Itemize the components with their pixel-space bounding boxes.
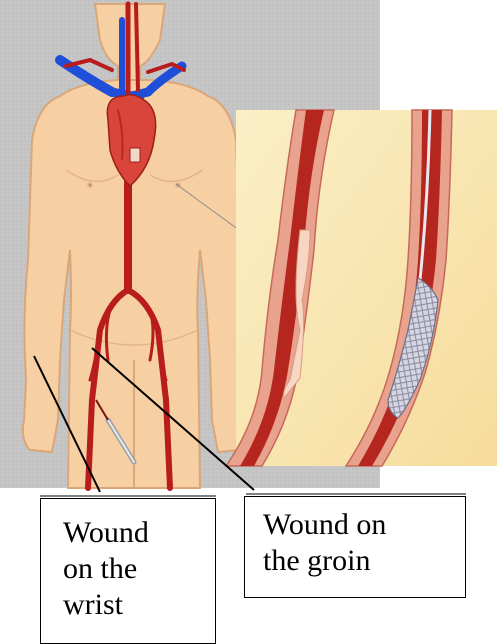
artery-inset — [226, 110, 497, 466]
groin-callout: Wound on the groin — [244, 496, 466, 598]
groin-callout-label: Wound on the groin — [263, 507, 463, 579]
wrist-callout: Wound on the wrist — [40, 498, 216, 644]
wrist-callout-label: Wound on the wrist — [63, 515, 213, 623]
